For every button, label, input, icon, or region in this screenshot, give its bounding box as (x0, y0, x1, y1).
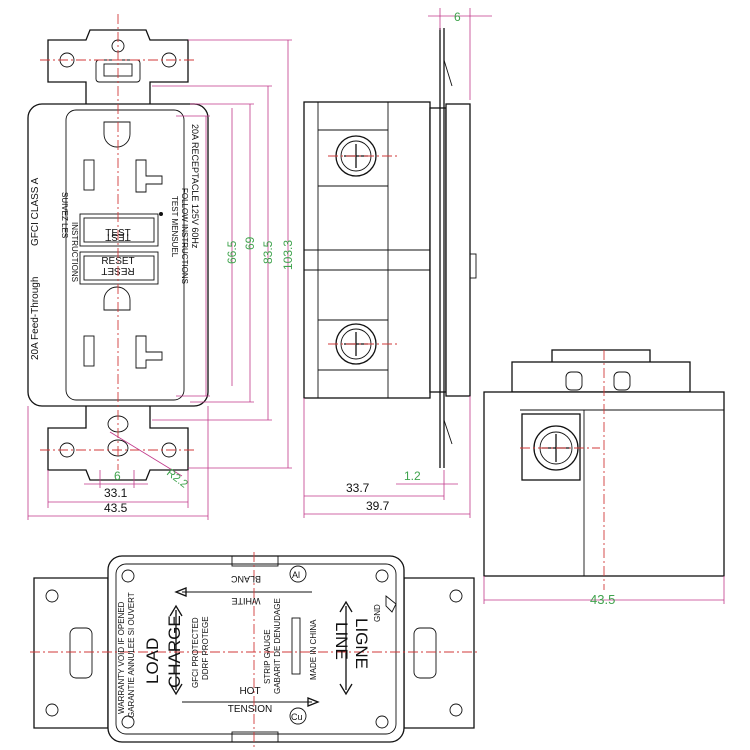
label-load: LOAD (143, 638, 162, 684)
label-charge: CHARGE (165, 615, 184, 688)
gfci-protected: GFCI PROTECTED (191, 617, 200, 688)
dim-1-2: 1.2 (404, 469, 421, 483)
suivez-label-2: INSTRUCTIONS (70, 222, 79, 282)
suivez-label-1: SUIVEZ LES (60, 192, 69, 238)
front-view: TEST TEST RESET RESET 20A Feed-Through G… (27, 14, 295, 520)
label-tension: TENSION (228, 704, 272, 715)
dim-6-side: 6 (454, 10, 461, 24)
gabarit: GABARIT DE DENUDAGE (273, 598, 282, 694)
warranty-en: WARRANTY VOID IF OPENED (117, 601, 126, 714)
dim-43-5-front: 43.5 (104, 501, 128, 515)
dim-6-front: 6 (114, 469, 121, 483)
warranty-fr: GARANTIE ANNULEE SI OUVERT (127, 592, 136, 718)
dim-103-3: 103.3 (281, 240, 295, 270)
label-white: WHITE (232, 596, 261, 606)
test-mensuel: TEST MENSUEL (170, 196, 179, 258)
label-cu: Cu (291, 712, 303, 722)
dim-43-5-end: 43.5 (590, 592, 615, 607)
dim-66-5: 66.5 (225, 240, 239, 264)
dim-39-7: 39.7 (366, 499, 390, 513)
ddrf-protege: DDRF PROTEGE (201, 616, 210, 680)
strip-gauge: STRIP GAUGE (263, 629, 272, 684)
made-in-china: MADE IN CHINA (309, 619, 318, 680)
feed-through-label: 20A Feed-Through (30, 277, 41, 360)
dim-33-1: 33.1 (104, 486, 128, 500)
label-line: LINE (332, 622, 351, 660)
dim-69: 69 (243, 236, 257, 250)
dim-33-7: 33.7 (346, 481, 370, 495)
dim-83-5: 83.5 (261, 240, 275, 264)
receptacle-rating: 20A RECEPTACLE 125V 60Hz (190, 124, 200, 249)
follow-instructions: FOLLOW INSTRUCTIONS (180, 188, 189, 284)
back-view: LOAD CHARGE LINE LIGNE BLANC WHITE HOT T… (30, 552, 480, 748)
label-hot: HOT (239, 686, 260, 697)
label-blanc: BLANC (230, 574, 261, 584)
side-view: 6 1.2 33.7 39.7 (303, 8, 492, 518)
end-view: 43.5 (483, 349, 725, 607)
label-ligne: LIGNE (352, 618, 371, 669)
label-al: Al (292, 570, 300, 580)
label-gnd: GND (373, 604, 382, 622)
gfci-class-label: GFCI CLASS A (30, 177, 41, 246)
